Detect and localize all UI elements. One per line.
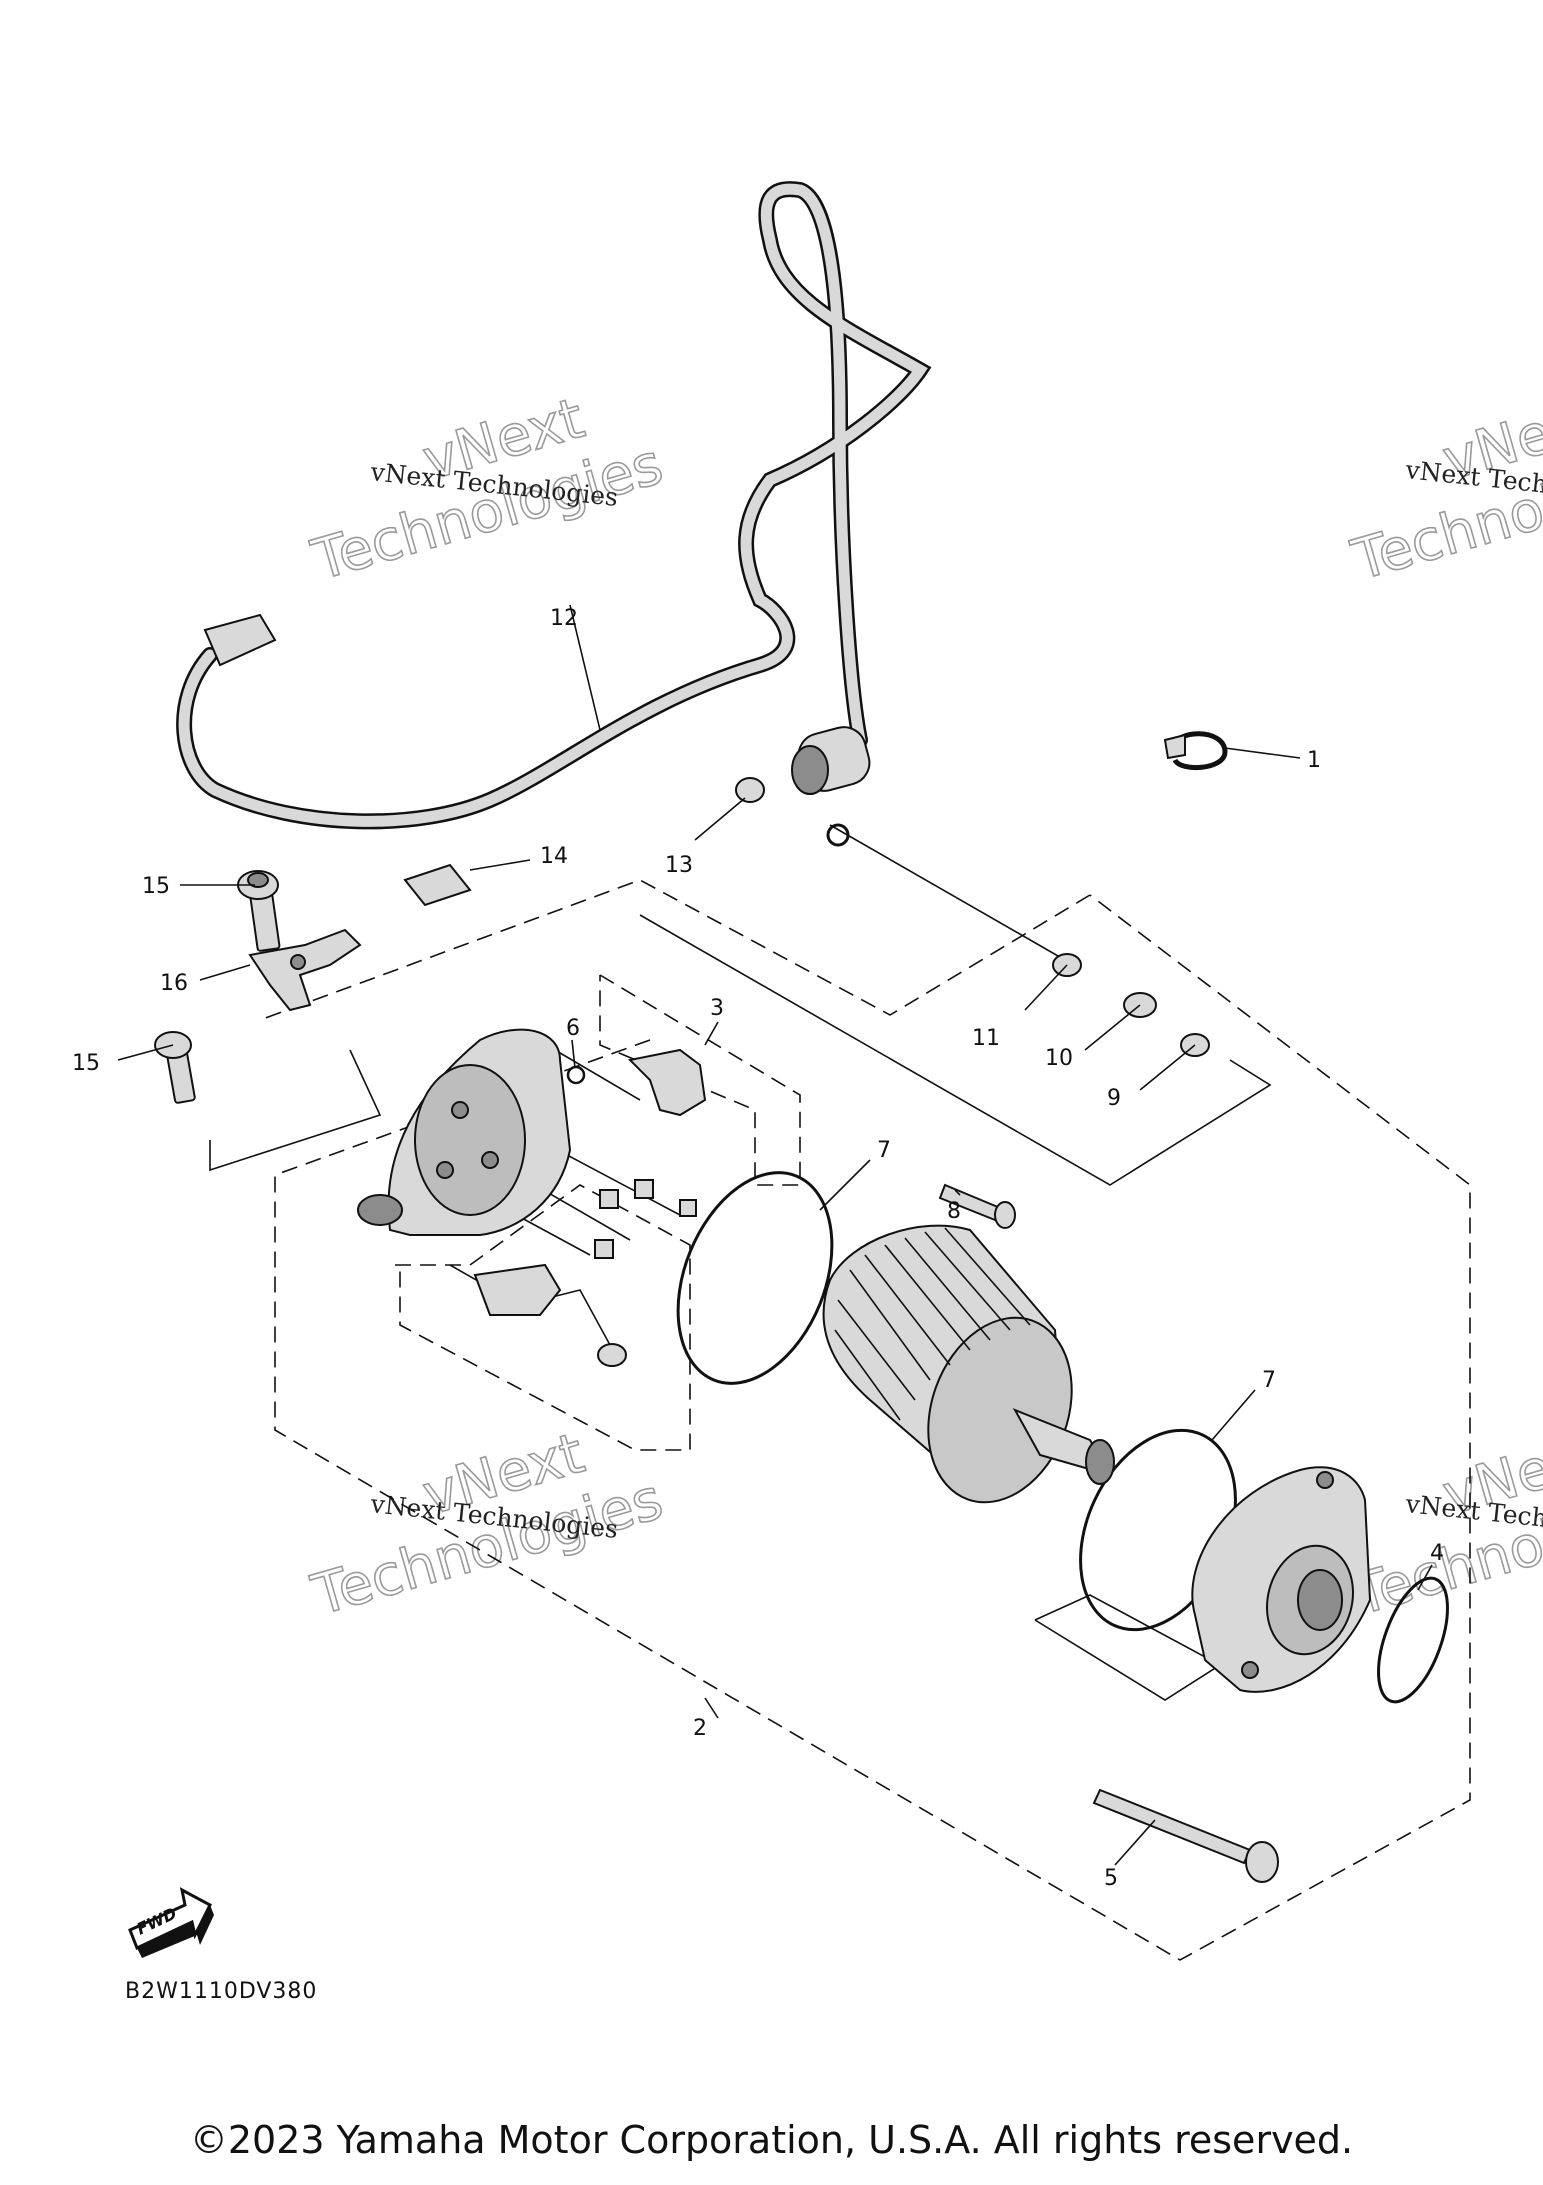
bolt-15-top xyxy=(237,870,281,952)
callout-11: 11 xyxy=(972,1026,1000,1051)
diagram-code: B2W1110DV380 xyxy=(125,1979,317,2004)
o-ring-4 xyxy=(1377,1576,1449,1704)
callout-4: 4 xyxy=(1430,1541,1444,1566)
watermark-bottom-left: vNext Technologies vNext Technologies xyxy=(304,1420,670,1629)
copyright-footer: ©2023 Yamaha Motor Corporation, U.S.A. A… xyxy=(189,2118,1354,2162)
bracket xyxy=(248,928,362,1012)
brush-4 xyxy=(594,1239,614,1259)
starter-end-cover xyxy=(357,1028,572,1236)
brush-3 xyxy=(679,1199,697,1217)
callout-3: 3 xyxy=(710,996,724,1021)
callout-1: 1 xyxy=(1307,748,1321,773)
washer-13 xyxy=(735,777,765,803)
brush-1 xyxy=(634,1179,654,1199)
callout-6: 6 xyxy=(566,1016,580,1041)
bolt-15-left xyxy=(154,1031,196,1104)
callout-9: 9 xyxy=(1107,1086,1121,1111)
callout-13: 13 xyxy=(665,853,693,878)
callout-16: 16 xyxy=(160,971,188,996)
callout-15-top: 15 xyxy=(142,874,170,899)
nut xyxy=(597,1343,627,1367)
brush-holder-upper xyxy=(627,1048,707,1117)
callout-14: 14 xyxy=(540,844,568,869)
armature xyxy=(822,1224,1115,1504)
starter-front-cover xyxy=(1191,1466,1372,1693)
brush-holder-lower xyxy=(473,1263,562,1316)
fwd-arrow-icon: FWD xyxy=(128,1887,214,1958)
through-bolt xyxy=(1092,1788,1279,1883)
assembly-outline-2 xyxy=(259,879,1471,1961)
callout-8: 8 xyxy=(947,1199,961,1224)
callout-5: 5 xyxy=(1104,1866,1118,1891)
o-ring-6 xyxy=(566,1065,586,1085)
cable-clamp xyxy=(1163,731,1228,771)
watermark-bottom-right: vNext Technologies vNext Technologies xyxy=(1344,1420,1543,1629)
watermark-top-left: vNext Technologies vNext Technologies xyxy=(304,385,670,594)
callout-15-left: 15 xyxy=(72,1051,100,1076)
o-ring-7-left xyxy=(676,1171,834,1385)
callout-2: 2 xyxy=(693,1716,707,1741)
callout-7-right: 7 xyxy=(1262,1368,1276,1393)
callout-numbers: 1 2 3 4 5 6 7 7 8 9 10 11 12 13 14 15 15… xyxy=(72,606,1444,1891)
starter-cable xyxy=(176,181,932,847)
callout-10: 10 xyxy=(1045,1046,1073,1071)
armature-windings xyxy=(834,1227,1031,1421)
label-plate xyxy=(403,863,472,907)
brush-2 xyxy=(599,1189,619,1209)
callout-12: 12 xyxy=(550,606,578,631)
watermark-top-right: vNext Technologies vNext Technologies xyxy=(1344,385,1543,594)
callout-7-left: 7 xyxy=(877,1138,891,1163)
callout-leaders xyxy=(117,604,1433,1866)
